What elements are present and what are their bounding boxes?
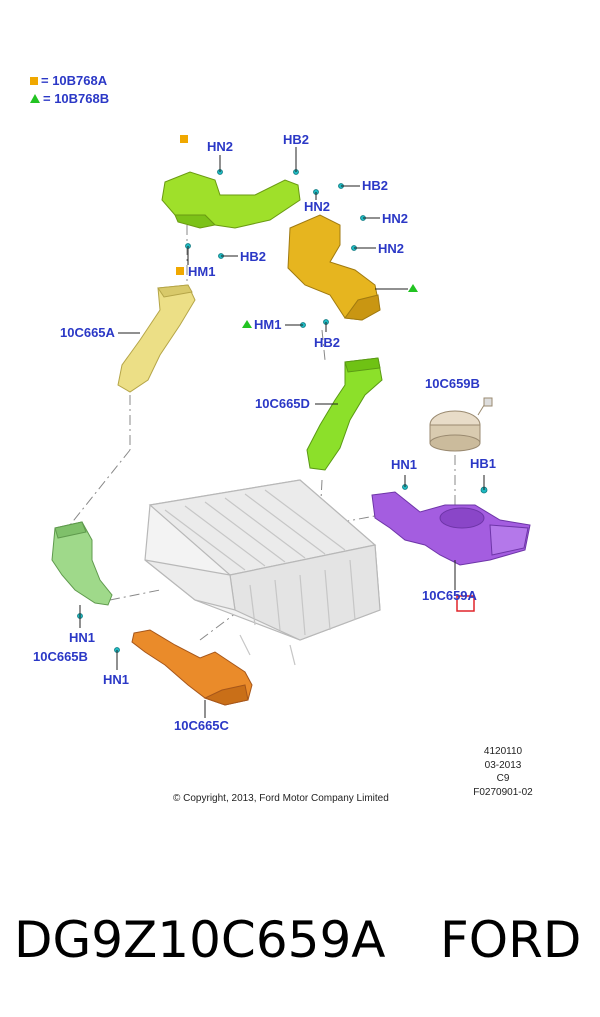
triangle-marker-icon bbox=[408, 284, 418, 292]
illustration-ref: F0270901-02 bbox=[473, 787, 533, 798]
callout-hn1: HN1 bbox=[69, 630, 96, 645]
duct-10c665c-shape bbox=[131, 629, 253, 706]
callout-hb2: HB2 bbox=[240, 249, 267, 264]
callout-hn2: HN2 bbox=[207, 139, 234, 154]
duct-10c665d-shape bbox=[306, 357, 383, 471]
callout-10c665c: 10C665C bbox=[174, 718, 229, 733]
callout-hb2: HB2 bbox=[314, 335, 341, 350]
callout-hn2: HN2 bbox=[378, 241, 405, 256]
callout-hn1: HN1 bbox=[103, 672, 130, 687]
callout-hn2: HN2 bbox=[304, 199, 331, 214]
blower-motor-10c659b bbox=[429, 397, 493, 452]
callout-hm1: HM1 bbox=[254, 317, 282, 332]
callout-hm1: HM1 bbox=[188, 264, 216, 279]
triangle-marker-icon bbox=[242, 320, 252, 328]
triangle-marker-icon bbox=[30, 94, 40, 103]
duct-10c665b-shape bbox=[51, 521, 113, 606]
blower-housing-10c659a bbox=[371, 491, 531, 566]
upper-right-duct bbox=[287, 214, 381, 321]
illustration-id: 4120110 bbox=[483, 746, 523, 757]
callout-10c659b: 10C659B bbox=[425, 376, 480, 391]
exploded-parts-diagram bbox=[51, 135, 531, 718]
callout-10c665b: 10C665B bbox=[33, 649, 88, 664]
callout-hn1: HN1 bbox=[391, 457, 418, 472]
square-marker-icon bbox=[30, 76, 38, 85]
highlight-box bbox=[456, 595, 475, 612]
callout-hb2: HB2 bbox=[362, 178, 389, 193]
part-number: DG9Z10C659A bbox=[14, 911, 386, 969]
legend-text: = 10B768A bbox=[41, 73, 108, 88]
square-marker-icon bbox=[176, 267, 184, 275]
square-marker-icon bbox=[180, 135, 188, 143]
callout-10c665d: 10C665D bbox=[255, 396, 310, 411]
copyright-notice: © Copyright, 2013, Ford Motor Company Li… bbox=[173, 793, 389, 804]
callout-lines bbox=[79, 147, 485, 718]
legend-text: = 10B768B bbox=[43, 91, 110, 106]
callout-10c665a: 10C665A bbox=[60, 325, 115, 340]
duct-10c665a-shape bbox=[117, 284, 196, 393]
callout-hb2: HB2 bbox=[283, 132, 310, 147]
callout-10c659a: 10C659A bbox=[422, 588, 477, 603]
illustration-date: 03-2013 bbox=[484, 760, 522, 771]
legend-item-10b768a: = 10B768A bbox=[30, 73, 107, 88]
upper-left-duct bbox=[161, 171, 301, 229]
callout-hb1: HB1 bbox=[470, 456, 497, 471]
brand-name: FORD bbox=[440, 911, 582, 969]
battery-pack-assembly bbox=[144, 479, 381, 666]
legend-item-10b768b: = 10B768B bbox=[30, 91, 109, 106]
illustration-code: C9 bbox=[496, 773, 510, 784]
callout-hn2: HN2 bbox=[382, 211, 409, 226]
product-footer: DG9Z10C659A FORD bbox=[0, 905, 600, 975]
